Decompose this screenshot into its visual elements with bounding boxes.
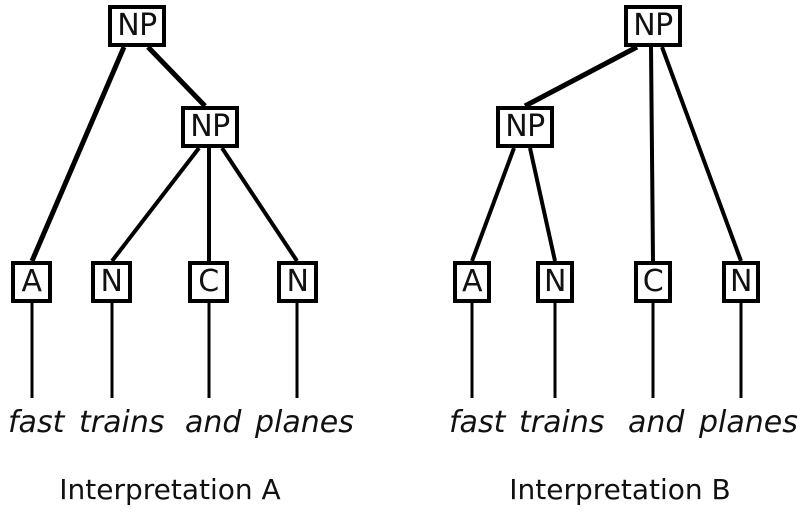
tree-node-np: NP [496, 106, 554, 148]
terminal-word: trains [79, 405, 165, 440]
tree-node-np: NP [624, 5, 682, 47]
tree-edge [110, 146, 201, 263]
tree-edge [649, 46, 655, 262]
tree-node-n: N [722, 261, 760, 303]
tree-node-n: N [536, 261, 574, 303]
tree-edge [528, 147, 557, 262]
terminal-word: planes [255, 405, 354, 440]
tree-node-a: A [453, 261, 491, 303]
tree-edge [470, 147, 516, 262]
tree-node-a: A [11, 261, 52, 303]
tree-node-np: NP [181, 106, 239, 148]
tree-edge [29, 46, 127, 262]
terminal-word: and [185, 405, 242, 440]
terminal-word: trains [519, 405, 605, 440]
terminal-word: and [628, 405, 685, 440]
tree-caption: Interpretation A [59, 473, 281, 506]
tree-node-c: C [634, 261, 672, 303]
tree-node-c: C [188, 261, 229, 303]
tree-node-n: N [91, 261, 132, 303]
tree-edge [220, 146, 299, 263]
terminal-word: fast [449, 405, 506, 440]
tree-edge [146, 45, 207, 108]
tree-edge [523, 44, 639, 109]
tree-caption: Interpretation B [509, 473, 731, 506]
terminal-word: planes [699, 405, 798, 440]
tree-node-n: N [277, 261, 318, 303]
tree-edge [660, 46, 743, 262]
tree-node-np: NP [108, 5, 166, 47]
edge-group [29, 44, 743, 398]
terminal-word: fast [8, 405, 65, 440]
